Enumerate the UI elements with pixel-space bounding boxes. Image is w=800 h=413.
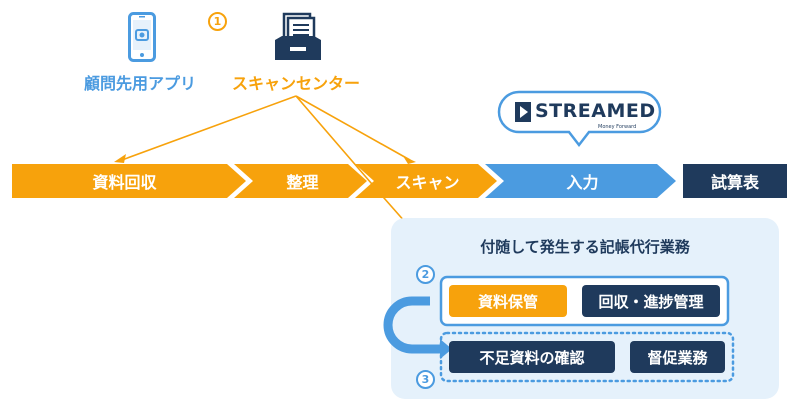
box-collection-progress: 回収・進捗管理 xyxy=(582,285,720,317)
box-missing-documents: 不足資料の確認 xyxy=(449,341,615,373)
streamed-logo-text: STREAMED xyxy=(535,100,656,122)
streamed-logo-bubble xyxy=(497,90,662,150)
panel-title: 付随して発生する記帳代行業務 xyxy=(480,238,690,256)
flow-step-trial-balance: 試算表 xyxy=(710,173,759,192)
flow-step-organize: 整理 xyxy=(286,173,319,192)
flow-step-input: 入力 xyxy=(566,173,599,192)
streamed-logo-sub: Money Forward xyxy=(598,124,637,130)
document-tray-icon xyxy=(272,12,324,64)
step-2-badge: 2 xyxy=(416,265,435,284)
app-label: 顧問先用アプリ xyxy=(84,74,197,93)
smartphone-camera-icon xyxy=(128,12,156,62)
scan-center-label: スキャンセンター xyxy=(232,74,361,93)
flow-step-scan: スキャン xyxy=(395,173,460,192)
box-document-storage: 資料保管 xyxy=(449,285,567,317)
step-1-badge: 1 xyxy=(208,12,227,31)
step-3-badge: 3 xyxy=(416,370,435,389)
flow-step-collection: 資料回収 xyxy=(92,173,157,192)
box-reminder-tasks: 督促業務 xyxy=(630,341,725,373)
